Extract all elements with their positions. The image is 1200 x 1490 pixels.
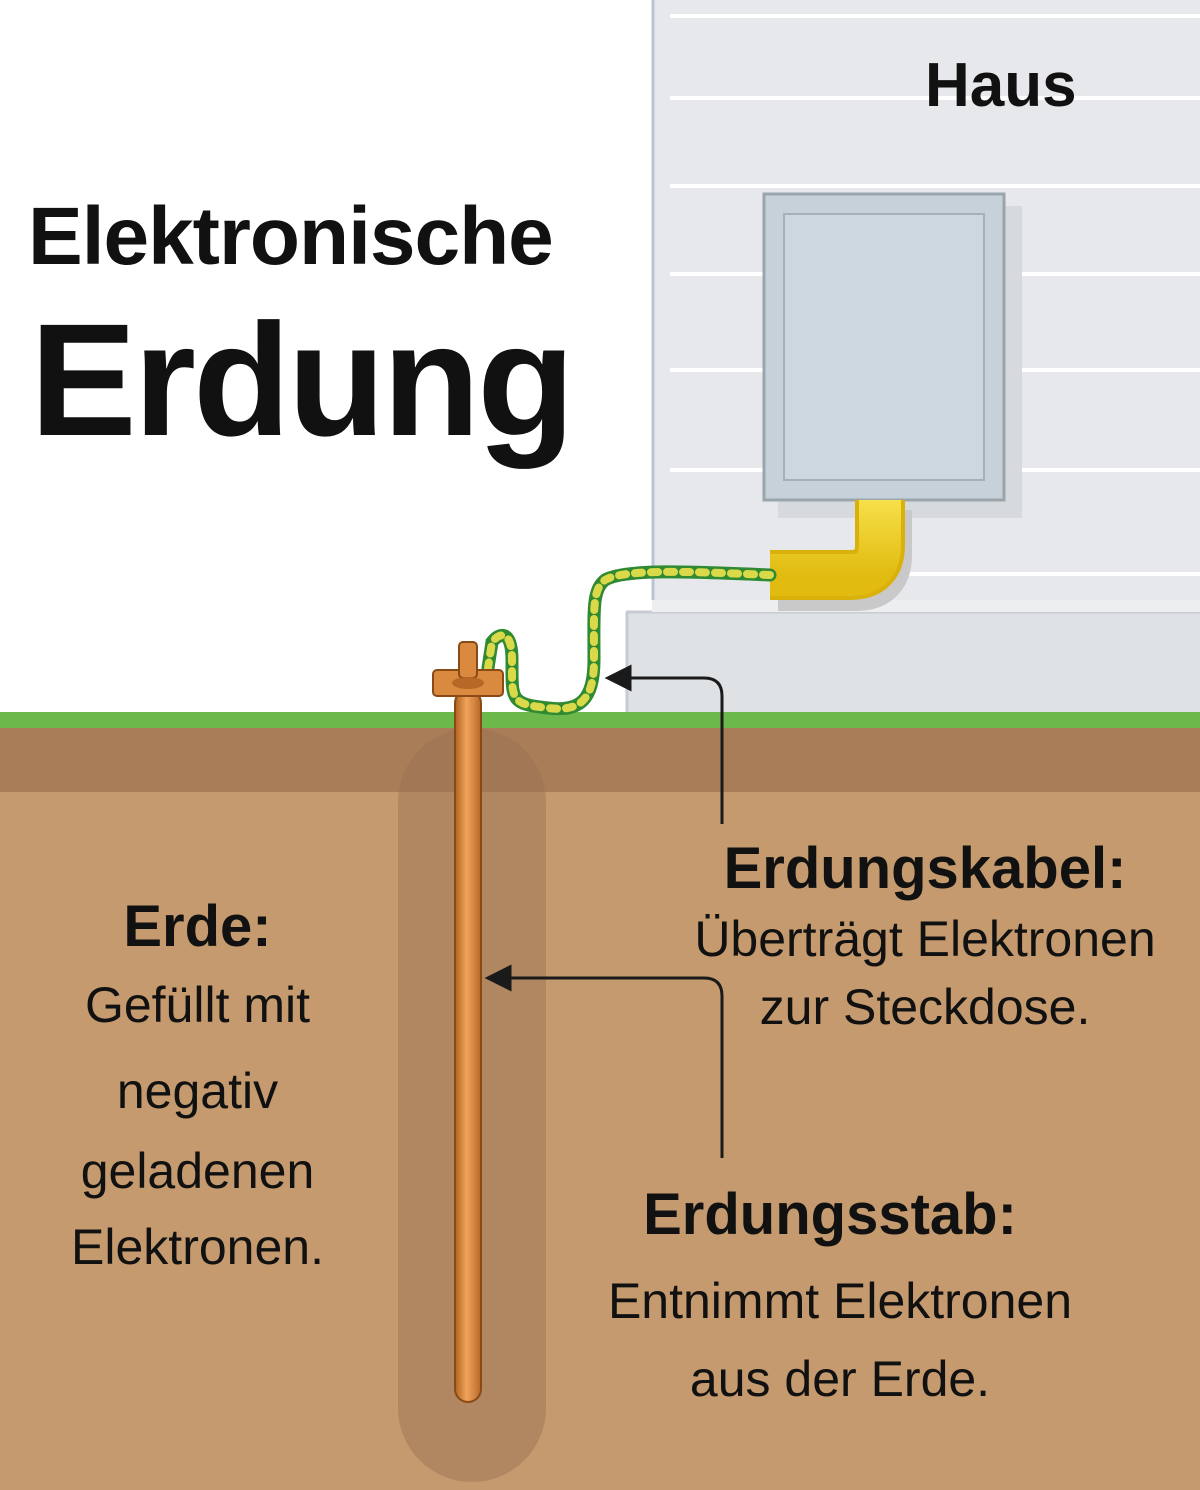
rod-callout-arrow [484,964,724,1158]
grounding-rod [432,641,504,1403]
earth-heading: Erde: [123,894,272,959]
earth-line-2: negativ [116,1063,279,1119]
cable-line-1: Überträgt Elektronen [694,911,1156,967]
title-line-1: Elektronische [28,191,554,282]
meter-box [762,192,1022,518]
earth-line-4: Elektronen. [71,1219,324,1275]
topsoil [0,726,1200,792]
soil [0,790,1200,1490]
earth-line-3: geladenen [80,1143,315,1199]
conduit [770,500,912,611]
cable-line-2: zur Steckdose. [759,979,1091,1035]
house-label: Haus [925,51,1077,120]
rod-line-1: Entnimmt Elektronen [607,1273,1073,1329]
grounding-cable [481,565,777,716]
house-wall [625,0,1200,716]
cable-heading: Erdungskabel: [723,836,1127,901]
earth-line-1: Gefüllt mit [84,977,311,1033]
rod-heading: Erdungsstab: [643,1182,1017,1247]
cable-callout-arrow [604,664,724,824]
title-line-2: Erdung [30,290,575,469]
rod-line-2: aus der Erde. [689,1351,991,1407]
grass-line [0,712,1200,728]
